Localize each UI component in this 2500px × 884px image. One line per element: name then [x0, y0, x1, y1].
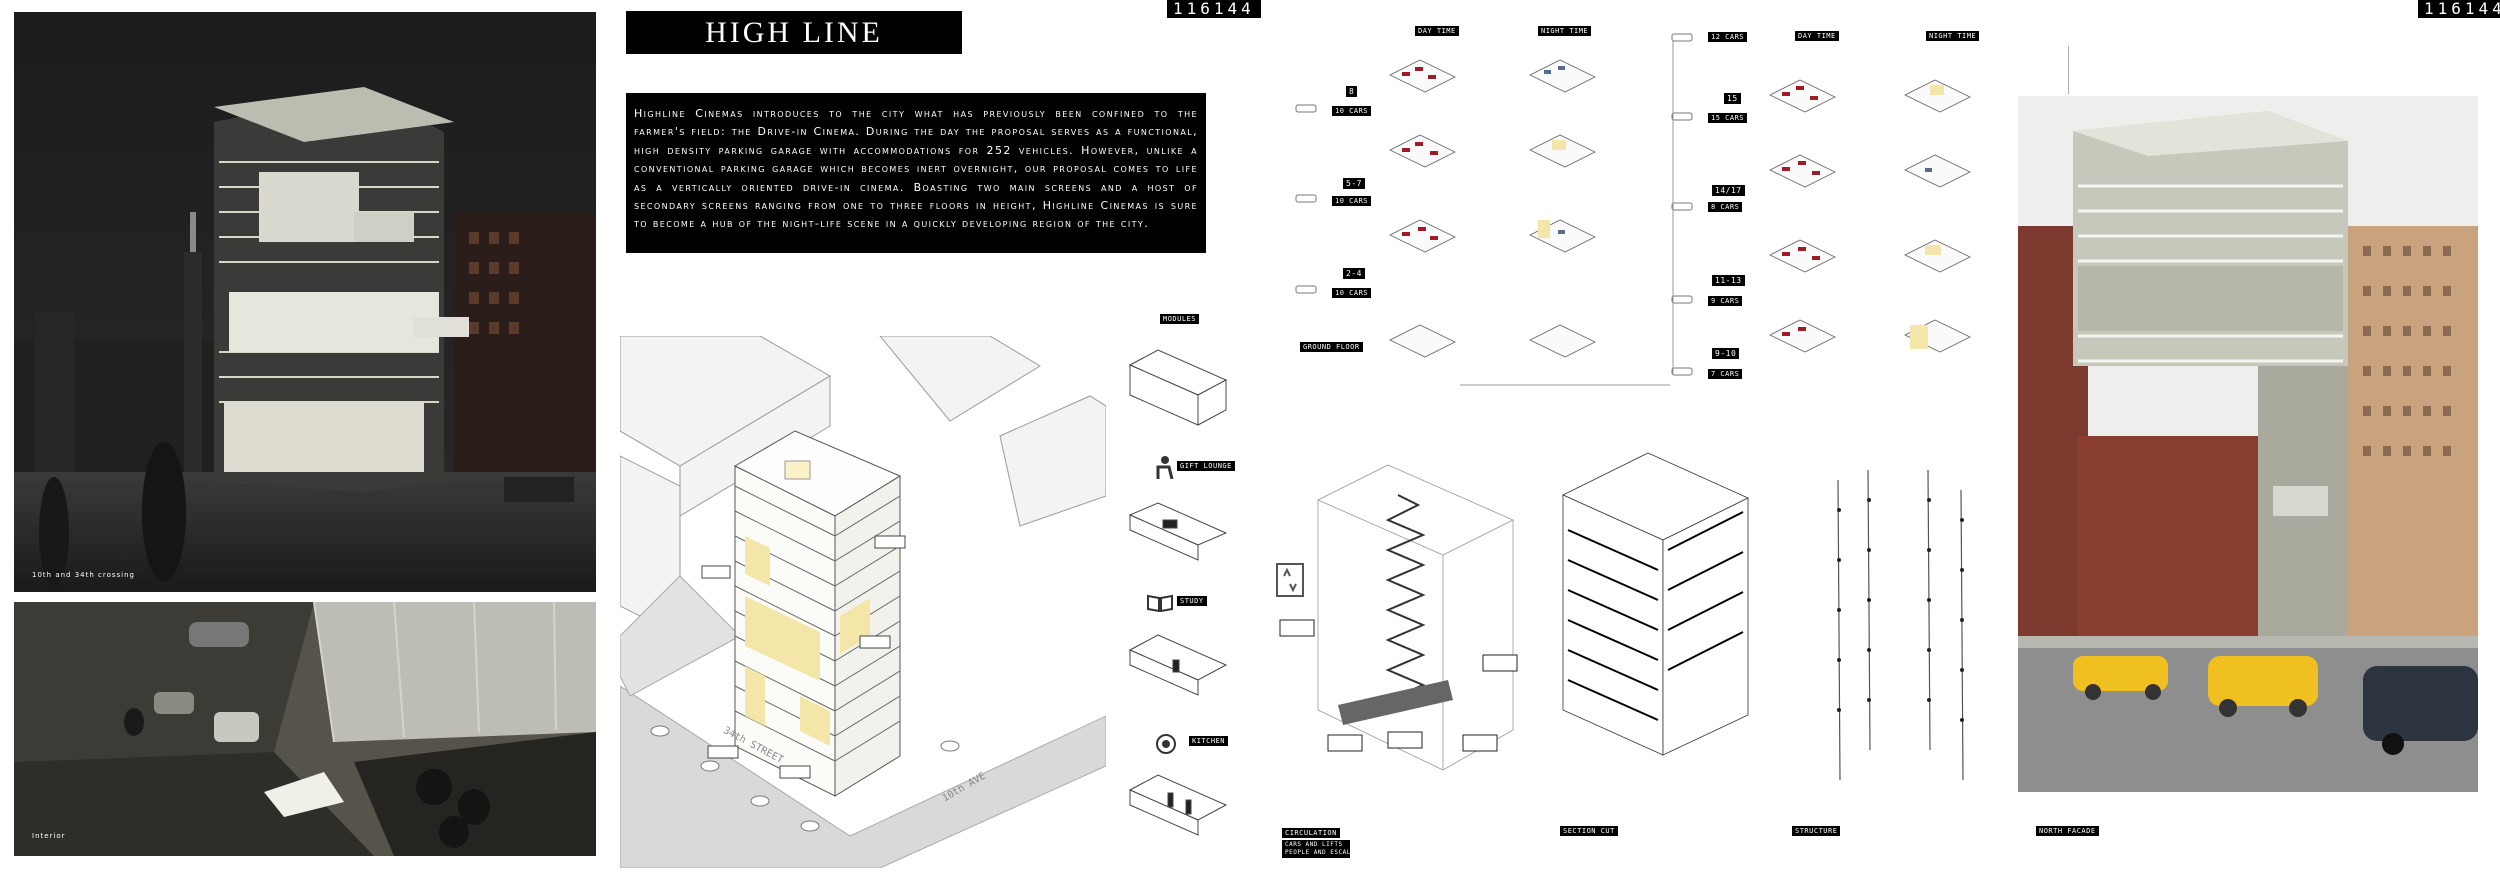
- floor-cars-11-13: 9 CARS: [1708, 296, 1743, 306]
- floor-label-8: 8: [1346, 86, 1358, 97]
- floor-cars-9-10: 7 CARS: [1708, 369, 1743, 379]
- modules-drawings: [1128, 349, 1228, 836]
- module-label-kitchen: kitchen: [1189, 736, 1229, 746]
- modules-header: MODULES: [1160, 314, 1200, 324]
- person-lounge-icon: [1156, 456, 1174, 479]
- project-code-right: 116144: [2418, 0, 2500, 18]
- floor-label-15: 15: [1724, 93, 1741, 104]
- floor-cars-15: 15 CARS: [1708, 113, 1748, 123]
- module-label-gift-lounge: gift lounge: [1177, 461, 1235, 471]
- interior-caption: Interior: [32, 832, 66, 840]
- north-facade-photo: [2018, 96, 2478, 792]
- floor-label-9-10: 9-10: [1712, 348, 1740, 359]
- floor-cars-5-7: 10 CARS: [1332, 196, 1372, 206]
- top-right-cars: 12 CARS: [1708, 32, 1748, 42]
- floor-label-2-4: 2-4: [1343, 268, 1365, 279]
- right-header-day: DAY TIME: [1795, 31, 1839, 41]
- floor-cars-14-17: 8 CARS: [1708, 202, 1743, 212]
- night-render-photo: 10th and 34th crossing: [14, 12, 596, 592]
- building-diagrams: [1279, 452, 1964, 781]
- project-code-left: 116144: [1167, 0, 1261, 18]
- floor-label-11-13: 11-13: [1712, 275, 1745, 286]
- right-header-night: NIGHT TIME: [1926, 31, 1980, 41]
- plate-icon: [1156, 734, 1176, 754]
- book-icon: [1147, 594, 1173, 612]
- floor-plans-grid: [1295, 33, 1971, 386]
- circulation-note: CARS AND LIFTS PEOPLE AND ESCALATORS: [1282, 840, 1371, 858]
- night-render-caption: 10th and 34th crossing: [32, 571, 135, 579]
- elevator-icon: [1276, 563, 1304, 597]
- floor-label-ground: GROUND FLOOR: [1300, 342, 1363, 352]
- floor-label-14-17: 14/17: [1712, 185, 1745, 196]
- floor-label-5-7: 5-7: [1343, 178, 1365, 189]
- floor-cars-2-4: 10 CARS: [1332, 288, 1372, 298]
- project-description: Highline Cinemas introduces to the city …: [626, 93, 1206, 253]
- diagram-label-section: SECTION CUT: [1560, 826, 1618, 836]
- page-title: HIGH LINE CINEMAS: [626, 11, 962, 92]
- facade-tick: [2068, 46, 2069, 94]
- diagram-label-structure: STRUCTURE: [1792, 826, 1841, 836]
- diagram-label-facade: NORTH FACADE: [2036, 826, 2099, 836]
- interior-render-photo: Interior: [14, 602, 596, 856]
- module-label-study: study: [1177, 596, 1207, 606]
- site-axonometric: 34th STREET 10th AVE: [620, 336, 1106, 868]
- left-header-night: NIGHT TIME: [1538, 26, 1592, 36]
- diagram-label-circulation: CIRCULATION: [1282, 828, 1340, 838]
- left-header-day: DAY TIME: [1415, 26, 1459, 36]
- floor-cars-8: 10 CARS: [1332, 106, 1372, 116]
